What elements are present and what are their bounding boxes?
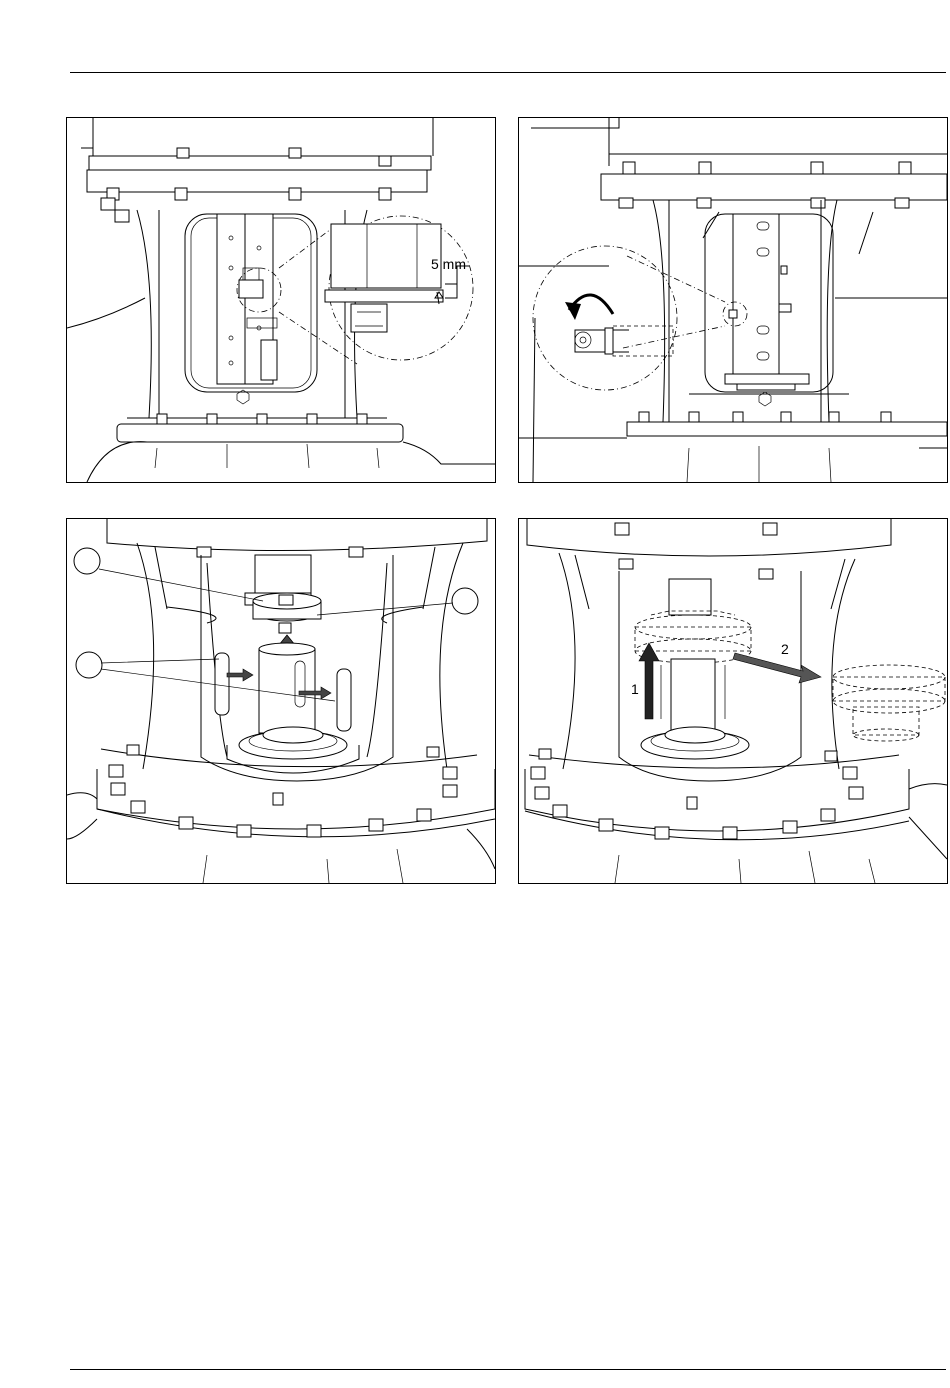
gap-dimension-label: 5 mm: [431, 256, 466, 272]
step-2-label: 2: [781, 641, 789, 657]
figure-3-drawing: [67, 519, 495, 883]
figure-1-panel: 5 mm: [66, 117, 496, 483]
footer-rule: [70, 1369, 946, 1370]
figure-1-drawing: [67, 118, 495, 482]
step-1-label: 1: [631, 681, 639, 697]
header-rule: [70, 72, 946, 73]
figure-4-drawing: [519, 519, 947, 883]
figure-4-panel: 1 2: [518, 518, 948, 884]
figure-2-drawing: [519, 118, 947, 482]
figure-3-panel: [66, 518, 496, 884]
figure-2-panel: [518, 117, 948, 483]
